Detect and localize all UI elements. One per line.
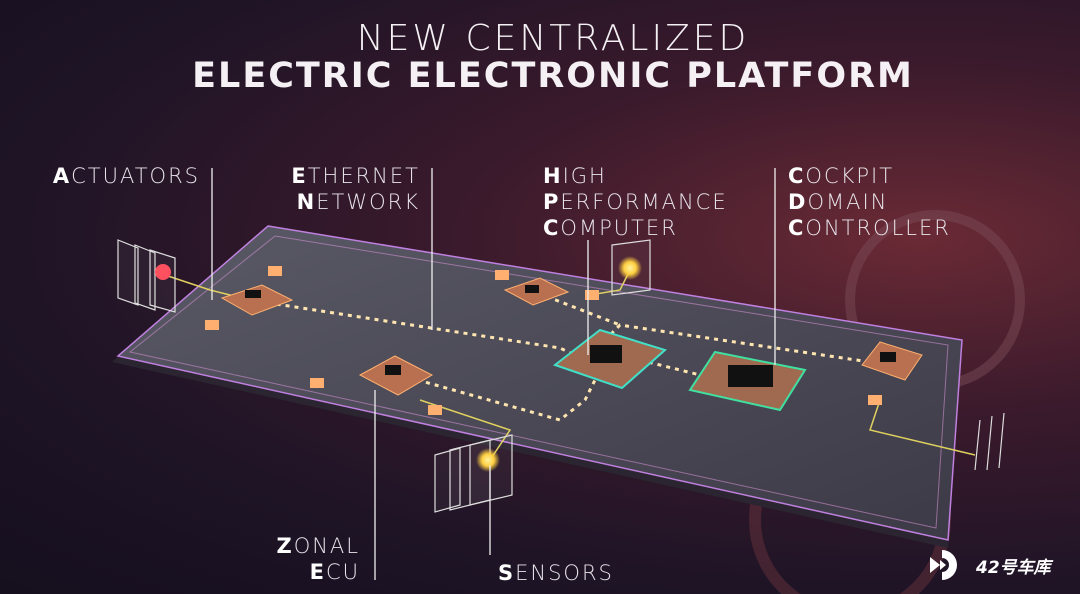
label-high-performance-computer: HIGH PERFORMANCE COMPUTER	[543, 164, 728, 240]
platform-surface	[116, 225, 963, 541]
actuator-indicator	[155, 264, 171, 280]
logo-text: 42号车库	[976, 557, 1051, 578]
watermark-logo: 42号车库	[928, 548, 1051, 582]
play-d-logo-icon	[930, 550, 957, 580]
label-sensors: SENSORS	[498, 561, 614, 585]
hpc-sensor-indicator	[618, 256, 642, 280]
sensor-indicator	[476, 448, 500, 472]
ethernet-traces	[249, 288, 891, 422]
label-zonal-ecu: ZONAL ECU	[276, 534, 360, 584]
label-ethernet-network: ETHERNET NETWORK	[291, 164, 420, 214]
leader-lines	[211, 168, 776, 580]
hpc-chip	[552, 328, 667, 390]
label-actuators: ACTUATORS	[52, 164, 200, 188]
label-cockpit-domain-controller: COCKPIT DOMAIN CONTROLLER	[788, 164, 951, 240]
cockpit-domain-controller-chip	[688, 350, 807, 412]
title-line-1: NEW CENTRALIZED	[356, 18, 750, 59]
zonal-ecu-chip	[861, 341, 923, 381]
zonal-ecu-chip	[358, 355, 434, 396]
zonal-ecu-chip	[503, 277, 570, 306]
title-line-2: ELECTRIC ELECTRONIC PLATFORM	[192, 56, 914, 96]
zonal-ecu-chip	[220, 284, 294, 316]
